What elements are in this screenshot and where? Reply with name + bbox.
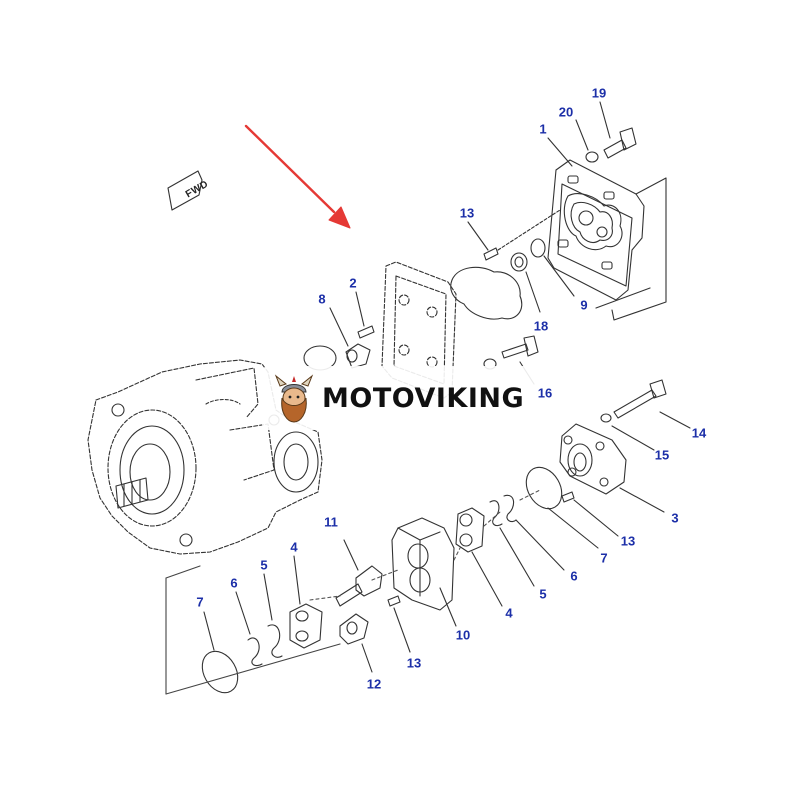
callout-4-right: 4 (505, 605, 513, 621)
assembly-guide-lines (309, 489, 541, 601)
part-6-clip-left (235, 591, 263, 667)
part-3-rear-cover (559, 423, 665, 513)
part-19-bolt (599, 101, 637, 159)
part-15-washer (600, 413, 655, 451)
part-12-driven-gear (339, 613, 373, 673)
callout-5-right: 5 (539, 586, 547, 602)
callout-9: 9 (580, 297, 588, 313)
callout-2: 2 (349, 275, 357, 291)
callout-20: 20 (558, 104, 574, 120)
pump-body (87, 359, 323, 555)
part-4-bearing-plate-right (455, 507, 503, 607)
callout-13-top: 13 (459, 205, 475, 221)
callout-7-right: 7 (600, 550, 608, 566)
part-11-drive-gear (335, 539, 383, 607)
callout-6-right: 6 (570, 568, 578, 584)
callout-12: 12 (366, 676, 382, 692)
callout-19: 19 (591, 85, 607, 101)
part-20-washer (575, 119, 599, 163)
motoviking-watermark: MOTOVIKING (262, 366, 538, 430)
part-8-sleeve (329, 307, 371, 369)
part-18-bearing (510, 252, 541, 313)
part-10-gear-housing (391, 517, 457, 627)
part-2-pin (355, 291, 375, 339)
part-4-bearing-plate-left (289, 555, 323, 649)
callout-16: 16 (537, 385, 553, 401)
callout-18: 18 (533, 318, 549, 334)
part-13-dowel-bottom (387, 595, 411, 653)
callout-5-left: 5 (260, 557, 268, 573)
callout-11: 11 (324, 514, 338, 530)
part-6-clip-right (503, 494, 565, 571)
callout-13-bottom: 13 (406, 655, 422, 671)
callout-7-left: 7 (196, 594, 204, 610)
part-5-clip-left (263, 573, 283, 658)
callout-10: 10 (455, 627, 471, 643)
pointer-arrow (244, 124, 351, 229)
part-9-o-ring (530, 238, 575, 297)
callout-1: 1 (539, 121, 547, 137)
callout-14: 14 (691, 425, 707, 441)
callout-8: 8 (318, 291, 326, 307)
part-5-clip-right (489, 500, 535, 587)
callout-13-right: 13 (620, 533, 636, 549)
part-13-dowel-right (561, 491, 619, 537)
watermark-text: MOTOVIKING (322, 382, 525, 414)
gasket-mid (303, 266, 523, 371)
callout-3: 3 (671, 510, 679, 526)
part-13-dowel-top (467, 221, 499, 261)
part-14-bolt (613, 379, 691, 429)
callout-4-left: 4 (290, 539, 298, 555)
callout-15: 15 (654, 447, 670, 463)
viking-head-logo-icon (274, 374, 314, 423)
part-1-front-plate (547, 159, 667, 321)
fwd-direction-icon (167, 170, 203, 211)
part-7-seal-left (201, 611, 239, 694)
callout-6-left: 6 (230, 575, 238, 591)
part-7-seal-right (525, 466, 599, 549)
